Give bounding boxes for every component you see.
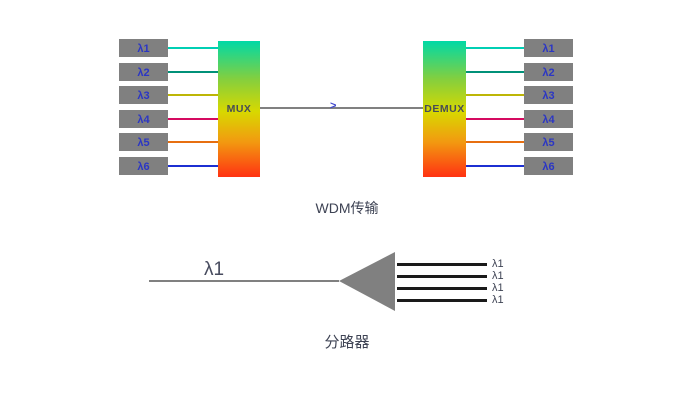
splitter-input-line <box>149 280 339 282</box>
wdm-output-box-1: λ1 <box>524 39 573 57</box>
wdm-output-line-1 <box>466 47 524 49</box>
mux-label: MUX <box>226 103 252 115</box>
wavelength-label: λ4 <box>542 114 555 126</box>
wdm-input-line-2 <box>168 71 218 73</box>
wdm-output-line-4 <box>466 118 524 120</box>
splitter-caption: 分路器 <box>324 334 370 351</box>
splitter-input-label: λ1 <box>204 259 225 280</box>
wdm-input-box-3: λ3 <box>119 86 168 104</box>
wdm-output-line-2 <box>466 71 524 73</box>
wdm-input-line-5 <box>168 141 218 143</box>
wavelength-label: λ3 <box>137 90 150 102</box>
splitter-output-label-4: λ1 <box>492 294 504 306</box>
splitter-output-label-3: λ1 <box>492 282 504 294</box>
splitter-output-line-3 <box>397 287 487 290</box>
wdm-input-line-6 <box>168 165 218 167</box>
splitter-output-label-2: λ1 <box>492 270 504 282</box>
wdm-input-box-2: λ2 <box>119 63 168 81</box>
direction-arrow-icon: > <box>330 100 337 112</box>
wdm-output-line-5 <box>466 141 524 143</box>
mux-block: MUX <box>218 41 260 177</box>
wavelength-label: λ1 <box>137 43 150 55</box>
wavelength-label: λ6 <box>542 161 555 173</box>
wdm-input-box-6: λ6 <box>119 157 168 175</box>
wdm-output-line-3 <box>466 94 524 96</box>
wdm-input-line-1 <box>168 47 218 49</box>
splitter-output-line-4 <box>397 299 487 302</box>
wdm-output-line-6 <box>466 165 524 167</box>
wdm-input-box-5: λ5 <box>119 133 168 151</box>
splitter-triangle <box>339 252 395 311</box>
wavelength-label: λ1 <box>542 43 555 55</box>
wavelength-label: λ2 <box>137 67 150 79</box>
splitter-output-line-1 <box>397 263 487 266</box>
wdm-input-line-4 <box>168 118 218 120</box>
wdm-input-box-1: λ1 <box>119 39 168 57</box>
splitter-output-line-2 <box>397 275 487 278</box>
wdm-output-box-3: λ3 <box>524 86 573 104</box>
wdm-output-box-5: λ5 <box>524 133 573 151</box>
splitter-output-label-1: λ1 <box>492 258 504 270</box>
wdm-caption: WDM传输 <box>315 200 379 216</box>
demux-block: DEMUX <box>423 41 466 177</box>
demux-label: DEMUX <box>424 103 465 115</box>
wavelength-label: λ5 <box>542 137 555 149</box>
wdm-output-box-6: λ6 <box>524 157 573 175</box>
trunk-fiber-line <box>260 107 423 109</box>
wdm-input-line-3 <box>168 94 218 96</box>
wdm-output-box-4: λ4 <box>524 110 573 128</box>
wavelength-label: λ3 <box>542 90 555 102</box>
wavelength-label: λ6 <box>137 161 150 173</box>
wavelength-label: λ4 <box>137 114 150 126</box>
wavelength-label: λ2 <box>542 67 555 79</box>
wavelength-label: λ5 <box>137 137 150 149</box>
wdm-output-box-2: λ2 <box>524 63 573 81</box>
wdm-input-box-4: λ4 <box>119 110 168 128</box>
